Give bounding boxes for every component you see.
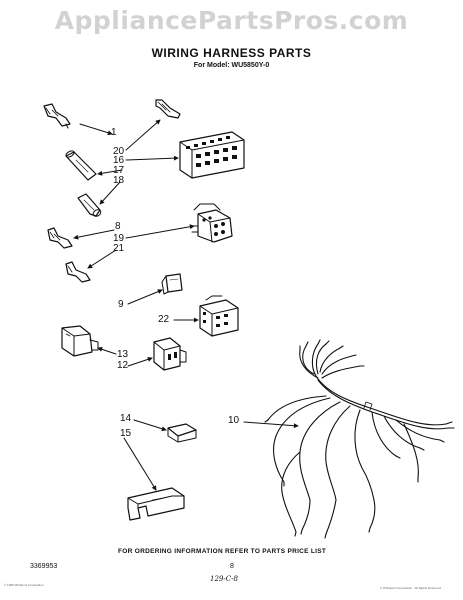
- handwritten-code: 129-C-8: [210, 575, 238, 583]
- page-number: 8: [230, 563, 234, 570]
- fine-print-right: © Whirlpool Corporation · All Rights Res…: [380, 586, 441, 590]
- callout-1: 1: [111, 127, 117, 138]
- leader-14: [133, 419, 167, 432]
- callout-14: 14: [120, 413, 132, 424]
- watermark: AppliancePartsPros.com: [54, 6, 409, 35]
- callout-20: 20: [113, 146, 125, 157]
- diagram-title: WIRING HARNESS PARTS: [151, 46, 312, 60]
- terminal-part-1: [43, 103, 71, 129]
- document-number: 3369953: [30, 563, 58, 570]
- callout-19: 19: [113, 233, 125, 244]
- leader-9: [127, 289, 163, 305]
- leader-8: [73, 229, 115, 240]
- plug-connector-part-19: [191, 203, 233, 243]
- leader-16: [125, 155, 179, 161]
- sleeve-part-17: [65, 150, 97, 181]
- model-subtitle: For Model: WU5850Y-0: [193, 62, 270, 69]
- clip-part-9: [161, 273, 183, 295]
- callout-15: 15: [120, 428, 132, 439]
- terminal-part-21: [65, 261, 91, 283]
- block-part-14: [167, 423, 197, 443]
- leader-13: [97, 346, 117, 355]
- leader-21: [87, 249, 117, 269]
- callout-21: 21: [113, 243, 125, 254]
- callout-9: 9: [118, 299, 124, 310]
- leader-1: [79, 123, 113, 136]
- callout-18: 18: [113, 175, 125, 186]
- leader-20: [125, 119, 161, 151]
- fine-print-left: © 1989 Whirlpool Corporation: [4, 583, 44, 587]
- connector-block-part-16: [179, 131, 245, 179]
- housing-part-13: [61, 325, 99, 357]
- terminal-part-8: [47, 227, 73, 249]
- callout-12: 12: [117, 360, 129, 371]
- callout-8: 8: [115, 221, 121, 232]
- leader-17: [97, 169, 123, 176]
- callout-22: 22: [158, 314, 170, 325]
- callout-13: 13: [117, 349, 129, 360]
- wiring-harness-part-10: [264, 339, 455, 539]
- insulator-part-18: [77, 193, 102, 217]
- leader-19: [125, 224, 195, 239]
- terminal-part-20: [155, 99, 181, 119]
- bracket-part-15: [127, 487, 185, 521]
- leader-12: [127, 356, 153, 367]
- ordering-note: FOR ORDERING INFORMATION REFER TO PARTS …: [118, 548, 327, 555]
- receptacle-block-part-22: [199, 295, 239, 337]
- leader-10: [243, 421, 299, 429]
- leader-18: [99, 181, 121, 205]
- callout-17: 17: [113, 165, 125, 176]
- callout-10: 10: [228, 415, 240, 426]
- callout-16: 16: [113, 155, 125, 166]
- housing-part-12: [153, 337, 187, 371]
- leader-15: [123, 437, 157, 491]
